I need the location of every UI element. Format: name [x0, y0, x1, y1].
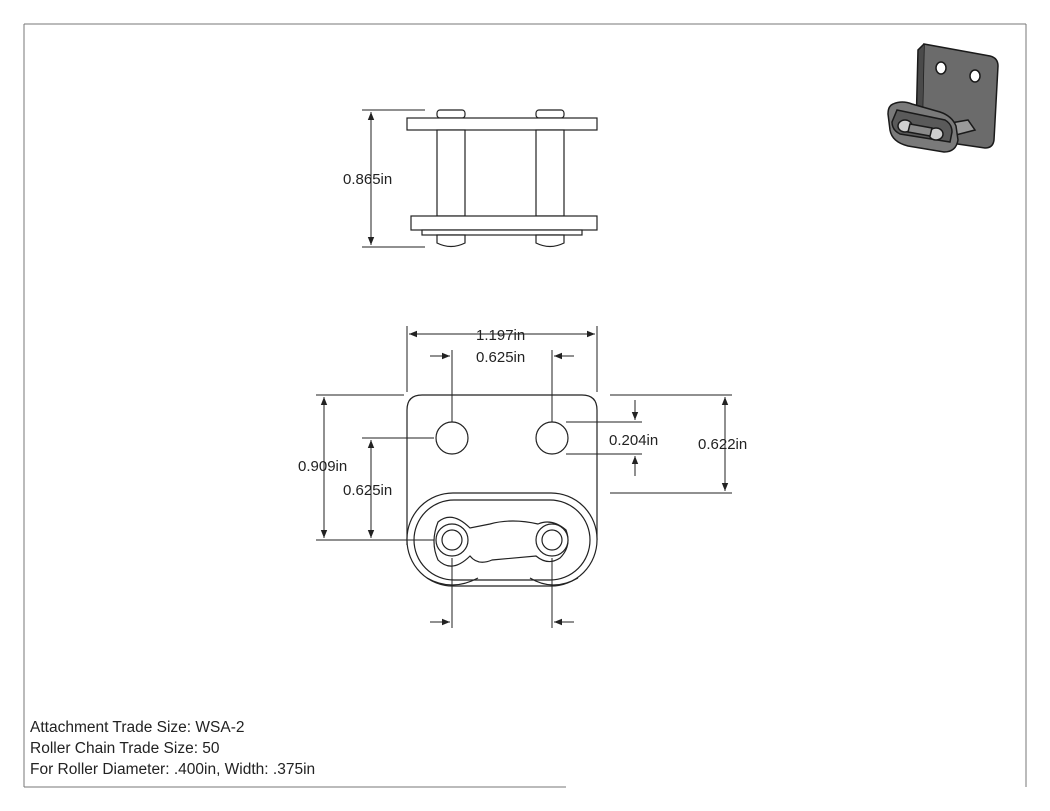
mounting-hole-right [535, 421, 569, 455]
front-view [406, 394, 598, 587]
3d-isometric-attachment-icon [887, 43, 999, 153]
hole-to-pin-label: 0.625in [343, 482, 392, 499]
overall-width-dimension [406, 326, 598, 392]
overall-height-dimension [316, 394, 434, 541]
pin-right-outer [535, 523, 569, 557]
top-hole-spacing-dimension [430, 350, 574, 422]
hole-diameter-dimension [566, 400, 642, 476]
top-hole-spacing-label: 0.625in [476, 349, 525, 366]
roller-diameter-width: For Roller Diameter: .400in, Width: .375… [30, 761, 316, 778]
title-block: Attachment Trade Size: WSA-2 Roller Chai… [30, 717, 315, 780]
hole-diameter-label: 0.204in [609, 432, 658, 449]
roller-chain-trade-size: Roller Chain Trade Size: 50 [30, 740, 220, 757]
attachment-trade-size: Attachment Trade Size: WSA-2 [30, 719, 245, 736]
bottom-pin-spacing-dimension [430, 558, 574, 628]
pin-right-inner [541, 529, 563, 551]
sheet-frame [23, 23, 1027, 788]
overall-height-label: 0.909in [298, 458, 347, 475]
hole-to-pin-dimension [362, 437, 434, 538]
plate-height-dimension [610, 394, 732, 494]
pin-left-outer [435, 523, 469, 557]
side-height-dimension [362, 109, 425, 248]
mounting-hole-left [435, 421, 469, 455]
overall-width-label: 1.197in [476, 327, 525, 344]
pin-left-inner [441, 529, 463, 551]
side-view [406, 109, 598, 248]
side-height-label: 0.865in [343, 171, 392, 188]
plate-height-label: 0.622in [698, 436, 747, 453]
